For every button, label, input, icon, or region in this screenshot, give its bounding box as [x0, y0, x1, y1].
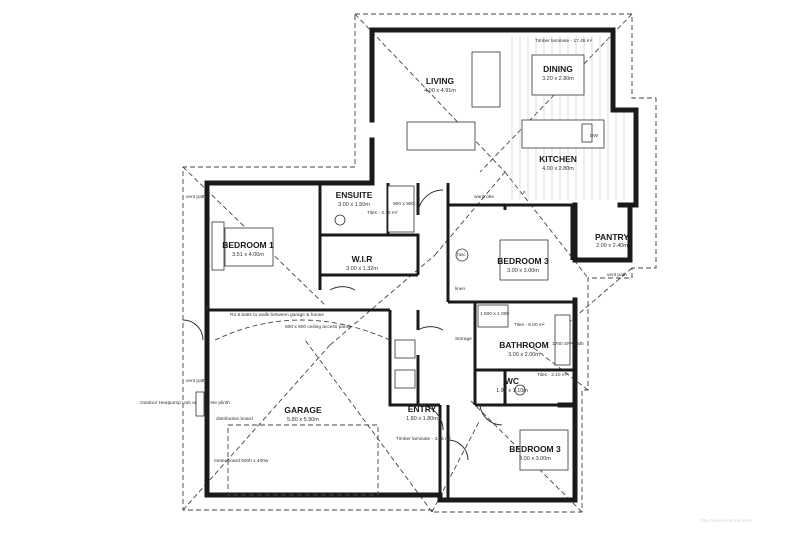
wir-label: W.I.R — [352, 254, 373, 264]
bath-note: 1700 SPA bath — [552, 341, 584, 347]
heatpump-note: Outdoor Heatpump Unit on concrete plinth — [140, 400, 230, 406]
fridge-note: F — [523, 190, 526, 196]
bathroom-tiles-note: Tiles - 6.00 m² — [514, 322, 545, 328]
firewall-note: R2.8 batts to walls between garage & hou… — [230, 312, 324, 318]
bedroom3b-dims: 3.00 x 3.00m — [519, 456, 551, 462]
shower-note-2: 1 500 x 1 000 — [480, 311, 509, 317]
living-dims: 4.00 x 4.91m — [424, 88, 456, 94]
bathroom-label: BATHROOM — [499, 340, 548, 350]
pantry-dims: 2.00 x 2.40m — [596, 243, 628, 249]
garage-door — [227, 424, 379, 496]
heatpump-unit — [195, 391, 205, 417]
wc-dims: 1.91 x 1.10m — [496, 388, 528, 394]
shower-note-1: 900 x 900 — [393, 201, 414, 207]
ensuite-label: ENSUITE — [336, 190, 373, 200]
access-panel-note: 600 x 600 ceiling access panel — [285, 324, 350, 330]
bedroom3a-dims: 3.00 x 3.00m — [507, 268, 539, 274]
entry-timber-note: Timber laminate - 3.24 m² — [396, 436, 451, 442]
pantry-label: PANTRY — [595, 232, 629, 242]
furniture — [211, 51, 605, 471]
vent-path-note-1: vent path — [186, 194, 206, 200]
timber-laminate-note: Timber laminate - 17.45 m² — [535, 38, 593, 44]
watermark: http://www.example.com — [700, 518, 752, 524]
room-labels: LIVING 4.00 x 4.91m DINING 3.20 x 2.80m … — [222, 64, 629, 462]
entry-label: ENTRY — [408, 404, 437, 414]
entry-dims: 1.80 x 1.80m — [406, 416, 438, 422]
bedroom3a-label: BEDROOM 3 — [497, 256, 549, 266]
kitchen-label: KITCHEN — [539, 154, 577, 164]
wardrobe-note: wardrobe — [474, 194, 494, 200]
vent-path-note-2: vent path — [186, 378, 206, 384]
exterior-walls — [204, 27, 639, 503]
ensuite-dims: 3.00 x 1.50m — [338, 202, 370, 208]
hwc-note: hwc — [457, 252, 466, 258]
bedroom1-label: BEDROOM 1 — [222, 240, 274, 250]
dining-dims: 3.20 x 2.80m — [542, 76, 574, 82]
bathroom-dims: 3.00 x 2.00m — [508, 352, 540, 358]
ensuite-tiles-note: Tiles - 3.15 m² — [367, 210, 398, 216]
wc-label: WC — [505, 376, 519, 386]
bedroom1-dims: 3.51 x 4.00m — [232, 252, 264, 258]
dishwasher-note: DW — [590, 133, 598, 139]
vent-path-note-3: vent path — [607, 272, 627, 278]
annotations: Timber laminate - 17.45 m² Tiles - 3.15 … — [140, 38, 752, 524]
wir-dims: 3.00 x 1.32m — [346, 266, 378, 272]
dining-label: DINING — [543, 64, 573, 74]
doors — [182, 189, 503, 461]
garage-dims: 5.80 x 5.90m — [287, 417, 319, 423]
storage-note: Storage — [455, 336, 472, 342]
distribution-board-note: distribution board — [216, 416, 253, 422]
garage-label: GARAGE — [284, 405, 322, 415]
wc-tiles-note: Tiles - 2.10 m² — [537, 372, 568, 378]
bedroom3b-label: BEDROOM 3 — [509, 444, 561, 454]
kitchen-dims: 4.00 x 2.80m — [542, 166, 574, 172]
living-label: LIVING — [426, 76, 455, 86]
linen-note: linen — [455, 286, 465, 292]
meter-board-note: meter board 600h x 400w — [214, 458, 269, 464]
